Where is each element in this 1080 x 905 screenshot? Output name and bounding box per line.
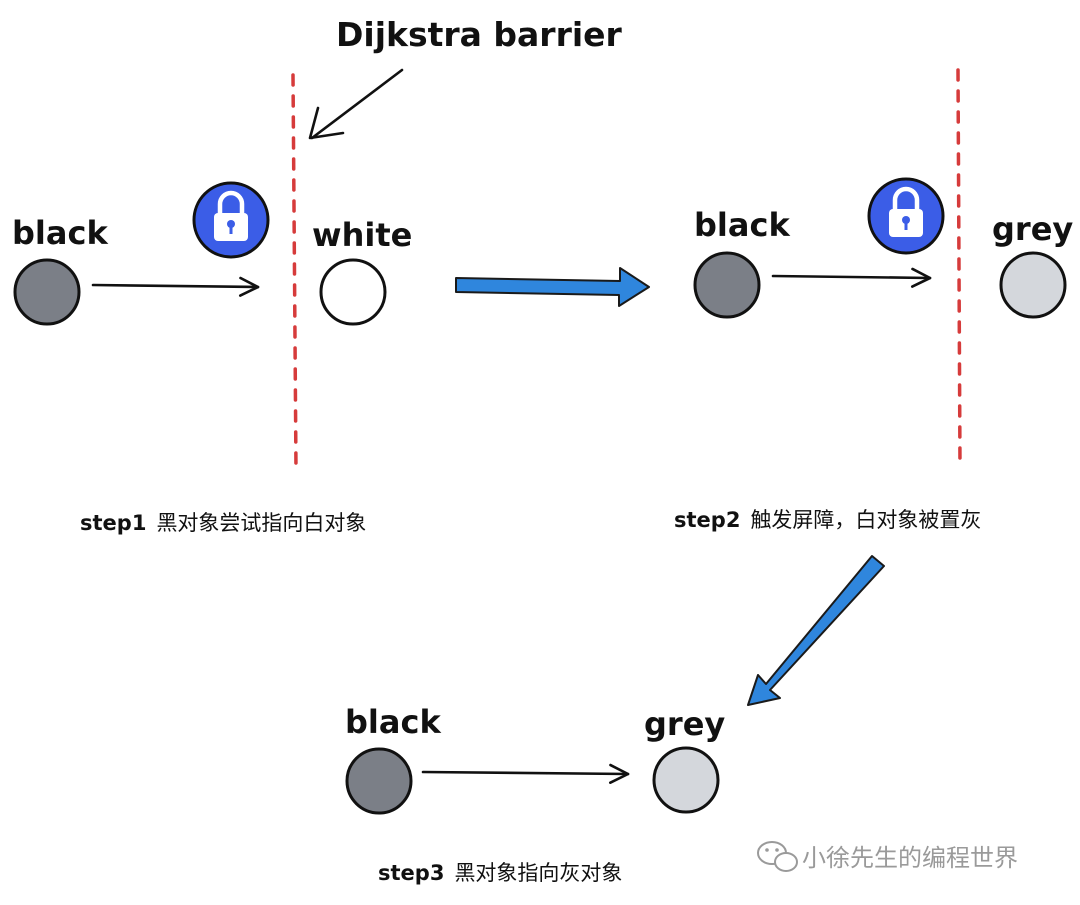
step1-source-label: black <box>12 214 108 252</box>
step3-caption-text: 黑对象指向灰对象 <box>454 861 622 885</box>
watermark: 小徐先生的编程世界 <box>757 841 1018 872</box>
wechat-icon <box>757 841 798 872</box>
step3-source-node <box>345 747 413 815</box>
step2-source-label: black <box>694 206 790 244</box>
barrier-pointer-arrow <box>308 68 404 140</box>
step2-group: black grey step2 触发屏障，白对象被置灰 <box>674 177 1073 532</box>
step2-caption-prefix: step2 <box>674 508 740 532</box>
step3-caption: step3 黑对象指向灰对象 <box>378 861 622 885</box>
step3-reference-arrow <box>421 763 630 784</box>
step3-target-node <box>652 746 720 814</box>
flow-arrow-step2-to-step3 <box>747 555 885 706</box>
step1-caption-text: 黑对象尝试指向白对象 <box>156 511 366 535</box>
barrier-line-step2 <box>956 68 962 468</box>
step1-group: black white step1 黑对象尝试指向白对象 <box>12 181 412 535</box>
step2-caption: step2 触发屏障，白对象被置灰 <box>674 508 981 532</box>
step1-caption-prefix: step1 <box>80 511 146 535</box>
step1-reference-arrow <box>91 276 260 297</box>
lock-icon <box>867 177 945 255</box>
step1-caption: step1 黑对象尝试指向白对象 <box>80 511 366 535</box>
step3-source-label: black <box>345 703 441 741</box>
step1-source-node <box>13 258 81 326</box>
step2-caption-text: 触发屏障，白对象被置灰 <box>750 508 981 532</box>
step3-target-label: grey <box>644 705 725 743</box>
step3-group: black grey step3 黑对象指向灰对象 <box>345 703 725 885</box>
barrier-label: Dijkstra barrier <box>336 15 623 54</box>
watermark-text: 小徐先生的编程世界 <box>802 844 1018 872</box>
step3-caption-prefix: step3 <box>378 861 444 885</box>
step2-target-node <box>999 251 1067 319</box>
step2-source-node <box>693 251 761 319</box>
step1-target-node <box>319 258 387 326</box>
step1-target-label: white <box>312 216 412 254</box>
step2-target-label: grey <box>992 210 1073 248</box>
flow-arrow-step1-to-step2 <box>455 267 650 307</box>
barrier-line-step1 <box>291 73 298 472</box>
step2-reference-arrow <box>771 267 932 288</box>
lock-icon <box>192 181 270 259</box>
